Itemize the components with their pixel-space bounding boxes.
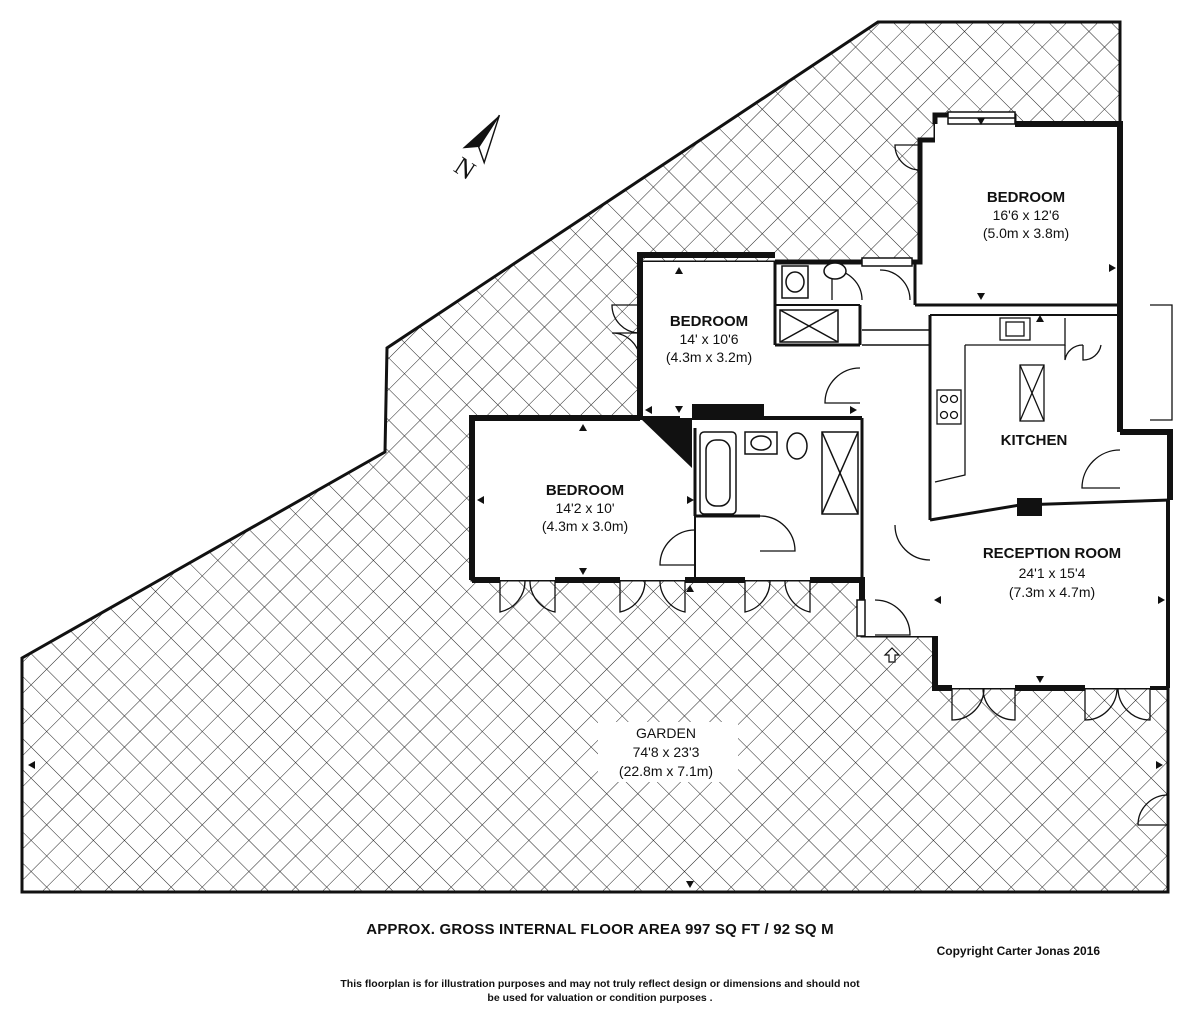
room-dim-imperial-bedroom-ne: 16'6 x 12'6 (993, 207, 1060, 223)
entrance-arrow-icon (883, 647, 901, 663)
room-name-bedroom-mid: BEDROOM (670, 313, 748, 330)
disclaimer-line-1: This floorplan is for illustration purpo… (340, 978, 860, 990)
fireplace-block (1017, 498, 1042, 516)
room-dim-metric-bedroom-sw: (4.3m x 3.0m) (542, 518, 628, 534)
hob-icon (936, 389, 962, 425)
floor-area-text: APPROX. GROSS INTERNAL FLOOR AREA 997 SQ… (366, 921, 834, 938)
room-dim-metric-bedroom-mid: (4.3m x 3.2m) (666, 349, 752, 365)
interior-floor (472, 115, 1168, 688)
room-name-garden: GARDEN (636, 725, 696, 741)
ensuite-toilet-icon (823, 262, 847, 280)
disclaimer-line-2: be used for valuation or condition purpo… (487, 992, 713, 1004)
room-dim-metric-garden: (22.8m x 7.1m) (619, 763, 713, 779)
toilet-icon (786, 432, 808, 460)
copyright-text: Copyright Carter Jonas 2016 (936, 944, 1100, 958)
doors (499, 144, 1173, 826)
room-dim-metric-reception: (7.3m x 4.7m) (1009, 584, 1095, 600)
north-arrow-icon: N (449, 114, 501, 186)
room-dim-imperial-bedroom-sw: 14'2 x 10' (555, 500, 614, 516)
room-dim-imperial-reception: 24'1 x 15'4 (1019, 565, 1086, 581)
room-name-kitchen: KITCHEN (1001, 432, 1068, 449)
room-name-bedroom-ne: BEDROOM (987, 189, 1065, 206)
kitchen-sink-icon (999, 317, 1031, 341)
dimension-markers (28, 118, 1165, 888)
kitchen-island-icon (1019, 364, 1045, 422)
corner-block (640, 418, 692, 468)
room-dim-metric-bedroom-ne: (5.0m x 3.8m) (983, 225, 1069, 241)
chimney-block (692, 404, 764, 420)
room-labels: BEDROOM 16'6 x 12'6 (5.0m x 3.8m) BEDROO… (542, 189, 1121, 782)
north-letter: N (449, 151, 481, 186)
room-name-reception: RECEPTION ROOM (983, 545, 1121, 562)
kitchen-fixtures (934, 317, 1102, 483)
bathroom-fixtures (699, 262, 859, 515)
room-name-bedroom-sw: BEDROOM (546, 482, 624, 499)
room-dim-imperial-bedroom-mid: 14' x 10'6 (679, 331, 738, 347)
room-dim-imperial-garden: 74'8 x 23'3 (633, 744, 700, 760)
